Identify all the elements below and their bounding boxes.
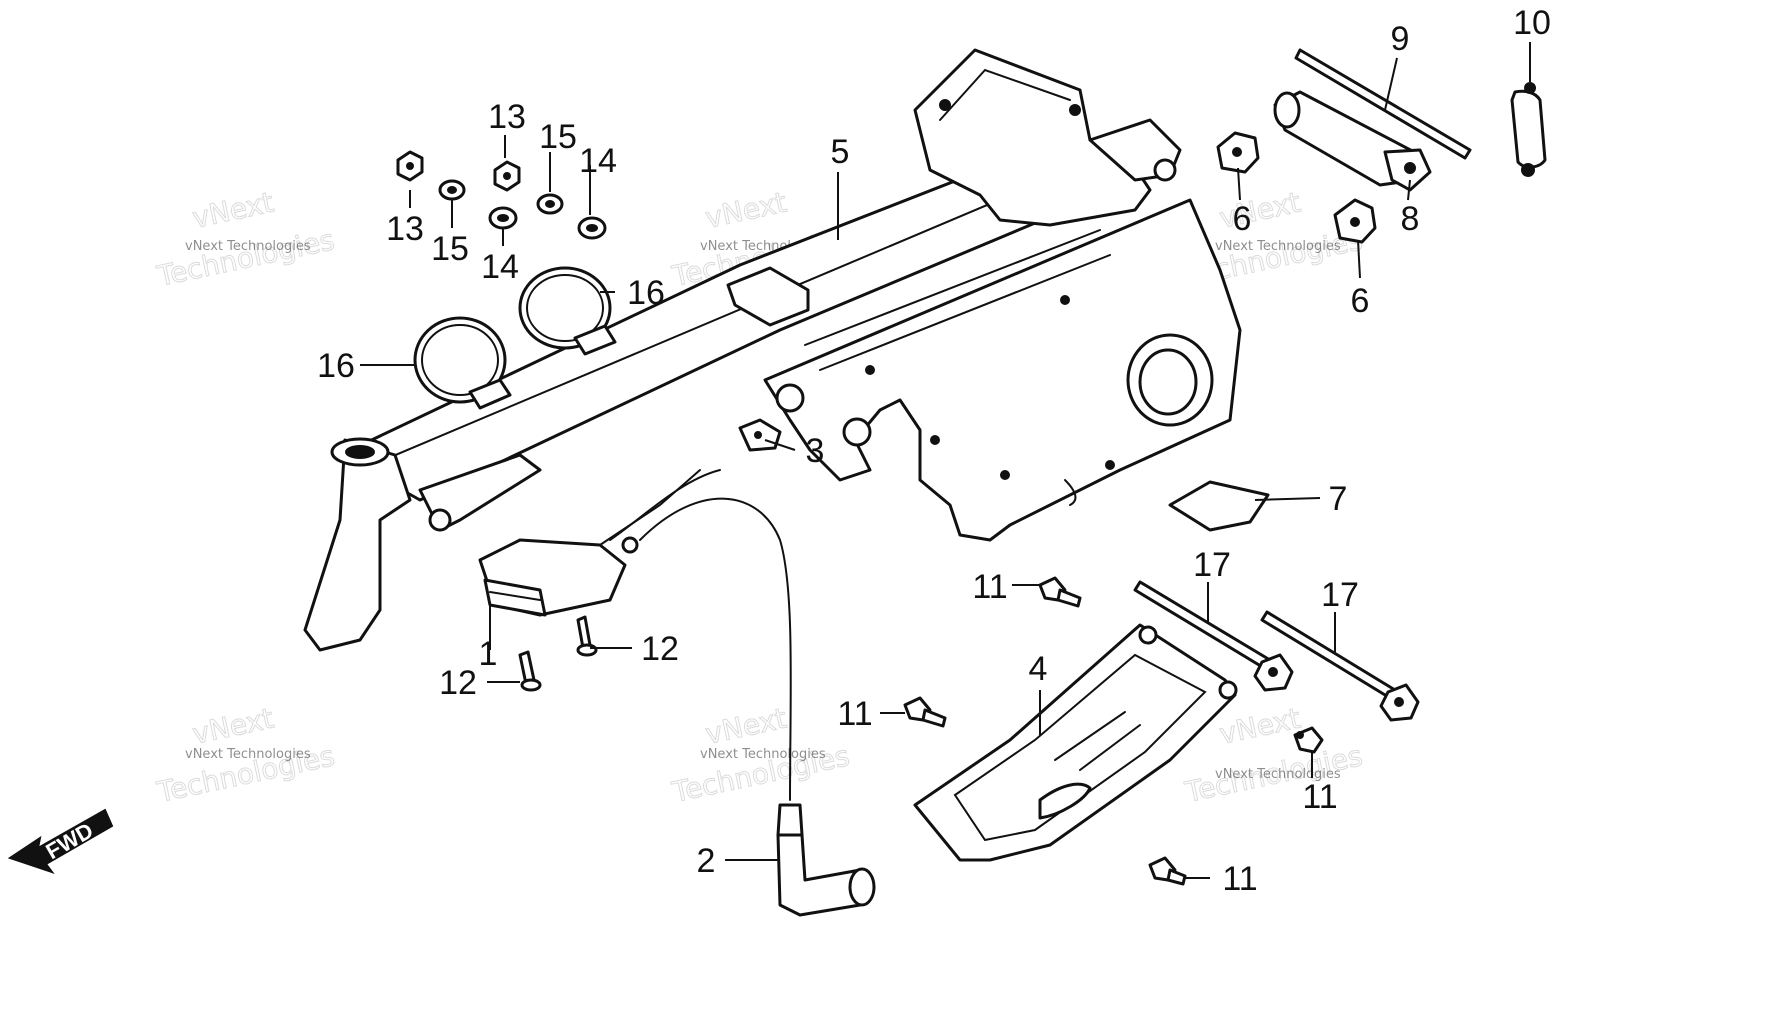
svg-text:vNext: vNext	[1217, 186, 1304, 235]
label-sticker-part-7	[1168, 480, 1270, 532]
callout-13b: 13	[488, 98, 526, 136]
callout-17a: 17	[1193, 546, 1231, 584]
callout-6b: 6	[1351, 282, 1370, 320]
svg-text:vNext Technologies: vNext Technologies	[185, 239, 311, 254]
callout-6a: 6	[1233, 200, 1252, 238]
bolt-part-11a	[1038, 576, 1082, 608]
callout-11a: 11	[972, 568, 1007, 606]
ignition-coil-part	[478, 469, 721, 617]
callout-11c: 11	[1302, 778, 1337, 816]
watermark-top-left: vNext Technologies vNext Technologies	[153, 185, 338, 293]
callout-3: 3	[806, 432, 825, 470]
svg-text:vNext: vNext	[190, 186, 277, 235]
fwd-arrow: FWD	[7, 808, 114, 874]
svg-text:vNext Technologies: vNext Technologies	[1215, 239, 1341, 254]
callout-14a: 14	[481, 248, 519, 286]
clip-part-3	[738, 418, 782, 452]
svg-text:Technologies: Technologies	[154, 223, 338, 293]
washer-part-14a	[488, 206, 518, 230]
callout-labels: 1 2 3 4 5 6 6 7 8 9 10 11 11 11 11 12 12…	[317, 4, 1551, 898]
spark-plug-cap-part	[639, 497, 876, 917]
callout-11b: 11	[837, 695, 872, 733]
callout-1: 1	[479, 635, 498, 673]
rod-part-9	[1294, 48, 1472, 160]
skid-plate-part	[913, 623, 1238, 862]
svg-text:vNext Technologies: vNext Technologies	[700, 747, 826, 762]
nut-part-13a	[396, 150, 424, 182]
handle-part-10	[1510, 82, 1547, 177]
callout-15a: 15	[431, 230, 469, 268]
svg-text:vNext: vNext	[703, 702, 790, 751]
callout-7: 7	[1329, 480, 1348, 518]
clamp-part-6b	[1333, 198, 1377, 244]
callout-9: 9	[1391, 20, 1410, 58]
bolt-part-11c	[1293, 726, 1324, 754]
main-frame-part	[303, 48, 1242, 652]
washer-part-15a	[438, 179, 466, 201]
callout-4: 4	[1029, 650, 1048, 688]
callout-14b: 14	[579, 142, 617, 180]
nut-part-13b	[493, 160, 521, 192]
callout-12a: 12	[439, 664, 477, 702]
watermark-bottom-left: vNext Technologies vNext Technologies	[153, 701, 338, 809]
svg-text:vNext: vNext	[703, 186, 790, 235]
callout-17b: 17	[1321, 576, 1359, 614]
bolt-part-12a	[518, 650, 542, 692]
leader-lines	[360, 42, 1531, 879]
hose-clamp-part-16a	[413, 316, 512, 410]
svg-text:vNext: vNext	[190, 702, 277, 751]
washer-part-14b	[577, 216, 607, 240]
callout-5: 5	[831, 133, 850, 171]
hose-clamp-part-16b	[518, 266, 617, 356]
clamp-part-6a	[1216, 131, 1260, 174]
callout-13a: 13	[386, 210, 424, 248]
bolt-part-11b	[903, 696, 947, 728]
svg-text:vNext Technologies: vNext Technologies	[185, 747, 311, 762]
callout-2: 2	[697, 842, 716, 880]
callout-8: 8	[1401, 200, 1420, 238]
callout-11d: 11	[1222, 860, 1257, 898]
grip-tube-part-8	[1273, 90, 1432, 192]
long-bolt-part-17a	[1133, 580, 1294, 692]
washer-part-15b	[536, 193, 564, 215]
callout-16a: 16	[317, 347, 355, 385]
callout-16b: 16	[627, 274, 665, 312]
watermark-bottom-center: vNext Technologies vNext Technologies	[668, 701, 853, 809]
callout-15b: 15	[539, 118, 577, 156]
callout-10: 10	[1513, 4, 1551, 42]
svg-text:vNext Technologies: vNext Technologies	[1215, 767, 1341, 782]
long-bolt-part-17b	[1260, 610, 1420, 722]
svg-text:vNext: vNext	[1217, 702, 1304, 751]
callout-12b: 12	[641, 630, 679, 668]
bolt-part-11d	[1148, 856, 1187, 886]
bolt-part-12b	[576, 615, 598, 657]
